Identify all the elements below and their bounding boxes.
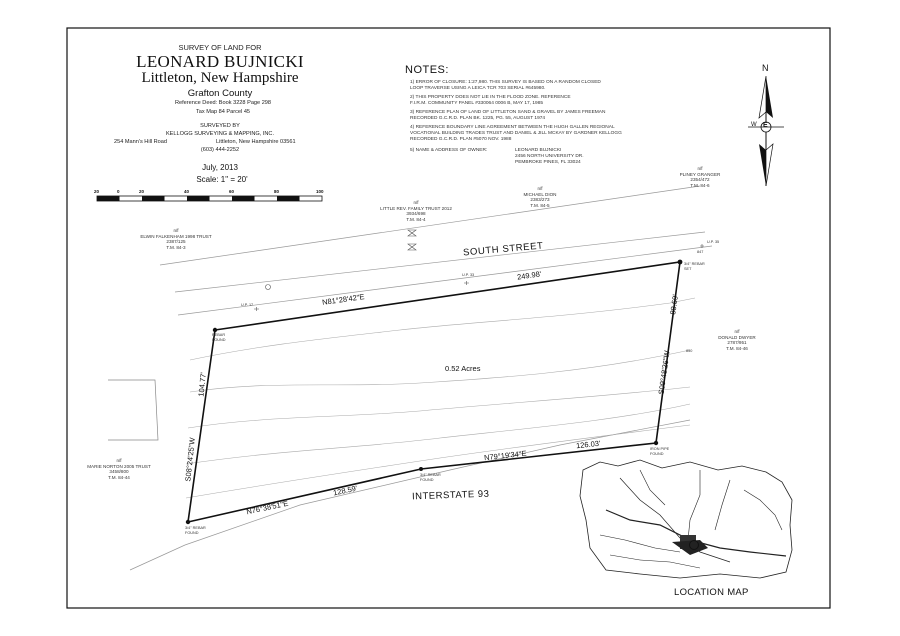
north-letter: N xyxy=(762,63,769,73)
owner-title: LEONARD BUJNICKI xyxy=(136,52,304,71)
utility-pole-33: U.P. 33 xyxy=(462,273,475,277)
parcel-boundary xyxy=(187,261,681,524)
boundary-monuments xyxy=(185,259,683,525)
contour-850: 850 xyxy=(686,349,693,353)
scale-tick: 60 xyxy=(229,189,235,194)
drawing-scale: Scale: 1" = 20' xyxy=(196,175,248,184)
contour-lines xyxy=(185,297,696,499)
notes-heading: NOTES: xyxy=(405,64,449,76)
owner-city-line: PEMBROKE PINES, FL 33024 xyxy=(515,160,581,165)
scale-bar xyxy=(96,195,323,202)
town-title: Littleton, New Hampshire xyxy=(141,70,299,86)
location-map-label: LOCATION MAP xyxy=(674,587,749,598)
owner-name-line: LEONARD BUJNICKI xyxy=(515,148,562,153)
note-line: F.I.R.M. COMMUNITY PANEL #330064 0006 B,… xyxy=(410,101,544,106)
utility-symbols xyxy=(254,229,704,311)
firm-phone: (603) 444-2252 xyxy=(200,147,240,153)
utility-pole-17: U.P. 17 xyxy=(241,303,254,307)
adjacent-building-outline xyxy=(108,379,159,441)
note-line: RECORDED G.C.R.D. PLAN BK. 1225, PG. 55,… xyxy=(410,116,546,121)
road-lines xyxy=(129,185,713,571)
scale-tick: 0 xyxy=(117,189,120,194)
firm-name: KELLOGG SURVEYING & MAPPING, INC. xyxy=(165,131,275,137)
firm-address-right: Littleton, New Hampshire 03561 xyxy=(216,139,296,145)
north-arrow xyxy=(748,75,784,187)
scale-tick: 80 xyxy=(274,189,280,194)
scale-tick: 100 xyxy=(316,189,324,194)
county-title: Grafton County xyxy=(187,88,253,99)
note-line: LOOP TRAVERSE USING A LEICA TCR 703 SERI… xyxy=(410,86,546,91)
location-map xyxy=(579,459,793,579)
survey-date: July, 2013 xyxy=(202,163,238,172)
owner-address-line: 2456 NORTH UNIVERSITY DR. xyxy=(515,154,584,159)
note-line: 1) ERROR OF CLOSURE: 1:27,980. THIS SURV… xyxy=(410,80,601,85)
scale-tick: 20 xyxy=(139,189,145,194)
note-line: RECORDED G.C.R.D. PLAN #5070 NOV. 1988 xyxy=(410,137,512,142)
survey-of-label: SURVEY OF LAND FOR xyxy=(178,43,262,52)
note-line: 5) NAME & ADDRESS OF OWNER: xyxy=(410,148,488,153)
scale-tick: 40 xyxy=(184,189,190,194)
sheet-border xyxy=(66,27,831,609)
reference-deed: Reference Deed: Book 3228 Page 298 xyxy=(174,100,272,106)
note-line: VOCATIONAL BUILDING TRADES TRUST AND DAN… xyxy=(410,131,622,136)
surveyed-by-label: SURVEYED BY xyxy=(200,123,240,129)
parcel-area: 0.52 Acres xyxy=(445,364,481,373)
scale-tick: 20 xyxy=(94,189,100,194)
west-letter: W xyxy=(751,122,757,128)
tax-map: Tax Map 84 Parcel 45 xyxy=(195,109,251,115)
contour-847: 847 xyxy=(697,250,704,254)
note-line: 4) REFERENCE BOUNDARY LINE AGREEMENT BET… xyxy=(410,125,615,130)
firm-address-left: 254 Mann's Hill Road xyxy=(114,139,167,145)
utility-pole-ne: U.P. 35 xyxy=(707,240,720,244)
east-letter: E xyxy=(763,122,768,129)
note-line: 3) REFERENCE PLAN OF LAND OF LITTLETON S… xyxy=(410,110,606,115)
note-line: 2) THIS PROPERTY DOES NOT LIE IN THE FLO… xyxy=(410,95,571,100)
